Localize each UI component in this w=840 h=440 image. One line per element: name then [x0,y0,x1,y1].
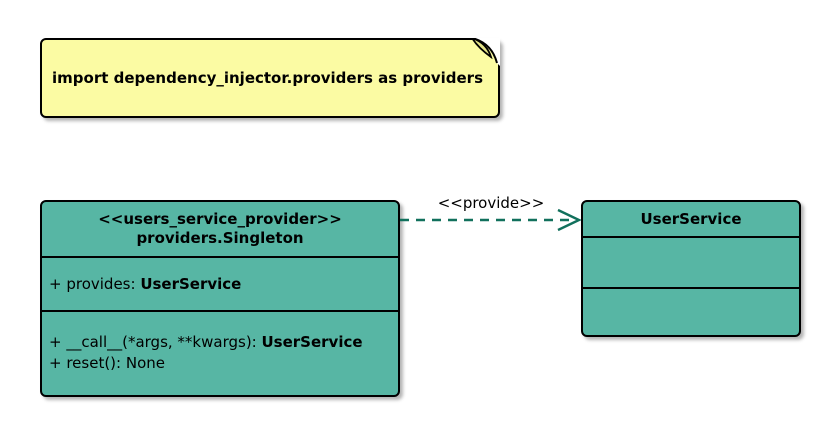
attribute-type: UserService [140,274,242,293]
methods-compartment: + __call__(*args, **kwargs): UserService… [42,312,398,395]
attribute-text: + provides: [49,274,141,293]
provide-arrow-label: <<provide>> [437,194,545,212]
method-type: UserService [261,333,363,352]
method-text: + __call__(*args, **kwargs): [49,333,262,352]
import-note: import dependency_injector.providers as … [40,38,500,118]
method-line-reset: + reset(): None [49,353,398,374]
methods-compartment-empty [583,289,799,335]
class-name: providers.Singleton [136,229,304,248]
method-text: + reset(): None [49,354,165,373]
class-userservice: UserService [581,200,801,337]
class-providers-singleton: <<users_service_provider>> providers.Sin… [40,200,400,397]
class-name: UserService [640,209,742,228]
method-line-call: + __call__(*args, **kwargs): UserService [49,332,398,353]
attributes-compartment-empty [583,238,799,289]
class-userservice-header: UserService [583,202,799,239]
provide-arrow [400,208,582,232]
import-note-text: import dependency_injector.providers as … [52,69,484,87]
attributes-compartment: + provides: UserService [42,258,398,312]
class-providers-singleton-header: <<users_service_provider>> providers.Sin… [42,202,398,259]
note-fold-corner-icon [472,38,500,66]
class-stereotype: <<users_service_provider>> [98,210,342,229]
attribute-line: + provides: UserService [49,274,398,295]
